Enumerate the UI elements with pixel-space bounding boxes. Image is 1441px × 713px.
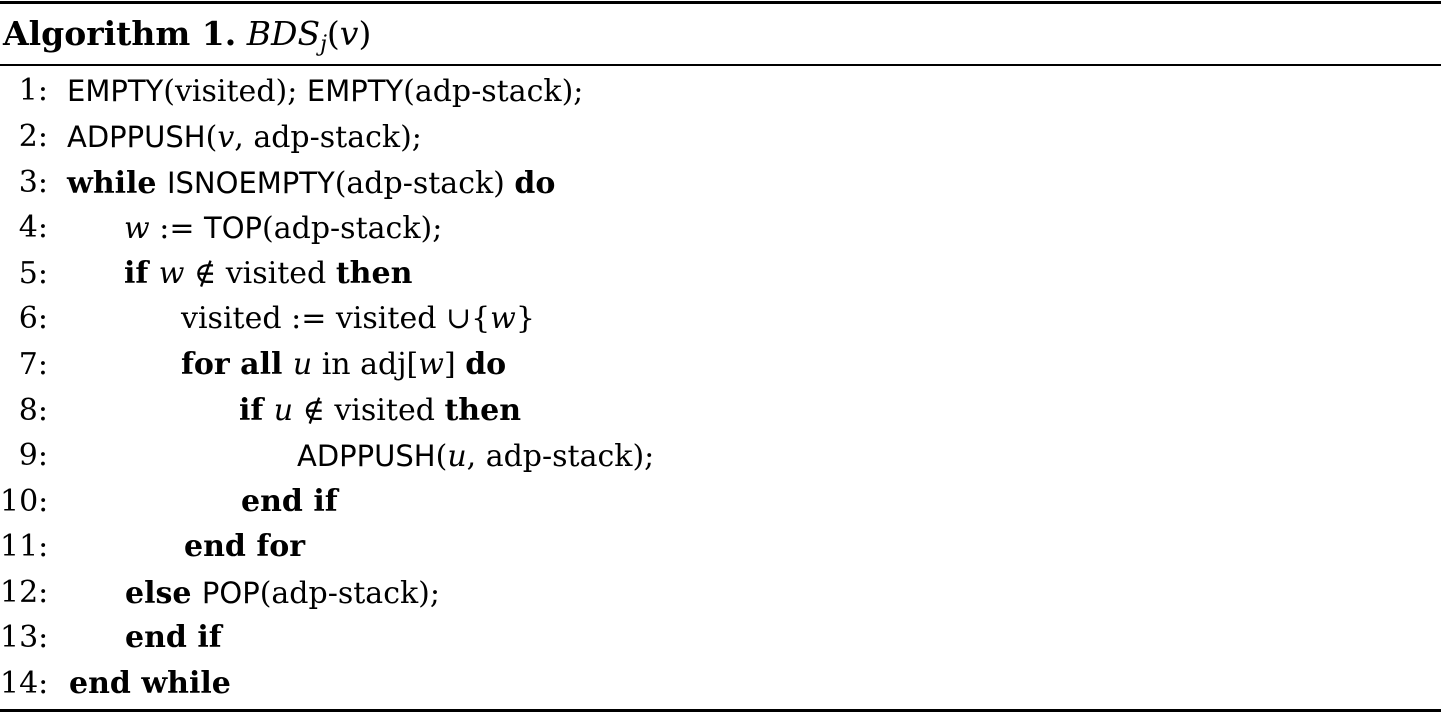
algorithm-line: 4: w := TOP(adp-stack); [0,205,1441,251]
line-number: 1: [18,73,48,108]
line-code: visited := visited ∪{w} [181,296,535,342]
line-number: 4: [18,210,48,245]
keyword: if [124,256,159,291]
keyword: do [514,166,556,201]
math-variable: w [490,301,516,336]
algorithm-line: 14: end while [0,661,1441,707]
top-rule [0,1,1441,4]
code-text: (visited); [163,74,307,109]
line-number: 14: [0,666,49,701]
line-code: end for [184,524,305,570]
math-variable: u [273,393,294,428]
math-variable: u [292,347,313,382]
line-code: if u ∉ visited then [239,388,521,434]
code-text: , adp-stack); [234,120,422,155]
math-variable: v [217,120,235,155]
code-text: (adp-stack); [259,576,440,611]
code-text: in adj[ [312,347,419,382]
code-text: (adp-stack); [403,74,584,109]
algorithm-line: 9: ADPPUSH(u, adp-stack); [0,433,1441,479]
code-text: (adp-stack); [262,211,443,246]
math-variable: w [124,211,150,246]
algorithm-line: 10: end if [0,479,1441,525]
algorithm-line: 2: ADPPUSH(v, adp-stack); [0,114,1441,160]
line-code: end if [241,479,338,525]
caption-rule [0,64,1441,66]
code-text: ( [205,120,218,155]
line-number: 7: [18,347,48,382]
keyword: end while [69,666,231,701]
line-number: 8: [18,393,48,428]
bottom-rule [0,709,1441,712]
code-text: ] [443,347,466,382]
algorithm-line: 1:EMPTY(visited); EMPTY(adp-stack); [0,68,1441,114]
math-variable: u [447,439,467,474]
procedure-name: ADPPUSH [67,120,206,154]
keyword: then [335,256,413,291]
keyword: else [125,576,202,611]
keyword: if [239,393,274,428]
math-variable: w [158,256,185,291]
line-number: 3: [18,165,48,200]
line-code: for all u in adj[w] do [181,342,506,388]
line-number: 2: [18,119,48,154]
line-code: end while [69,661,231,707]
algorithm-name: BDS [246,14,321,53]
algorithm-param: v [339,14,359,53]
procedure-name: EMPTY [306,74,404,108]
procedure-name: ISNOEMPTY [166,166,335,200]
line-number: 5: [18,256,48,291]
code-text: } [515,301,535,336]
algorithm-close-paren: ) [358,14,372,53]
algorithm-subscript: j [320,32,327,57]
line-code: EMPTY(visited); EMPTY(adp-stack); [67,68,583,115]
code-text: ∉ visited [293,393,445,428]
algorithm-caption: Algorithm 1. BDSj(v) [3,7,371,61]
code-text: ∉ visited [184,256,336,291]
line-code: else POP(adp-stack); [125,570,440,617]
algorithm-line: 12: else POP(adp-stack); [0,570,1441,616]
line-code: w := TOP(adp-stack); [124,205,442,252]
algorithm-line: 3: while ISNOEMPTY(adp-stack) do [0,160,1441,206]
keyword: do [465,347,507,382]
algorithm-line: 5: if w ∉ visited then [0,251,1441,297]
algorithm-line: 11: end for [0,524,1441,570]
code-text: ( [435,439,448,474]
algorithm-label: Algorithm 1. [3,14,237,53]
procedure-name: EMPTY [67,74,164,108]
algorithm-line: 13: end if [0,615,1441,661]
keyword: then [444,393,522,428]
line-number: 11: [0,529,49,564]
algorithm-line: 8: if u ∉ visited then [0,388,1441,434]
keyword: for all [181,347,293,382]
procedure-name: POP [201,576,260,610]
algorithm-line: 7: for all u in adj[w] do [0,342,1441,388]
code-text: visited := visited ∪{ [181,301,491,336]
keyword: end if [125,620,222,655]
line-number: 9: [18,438,48,473]
procedure-name: TOP [204,211,263,245]
algorithm-line: 6: visited := visited ∪{w} [0,296,1441,342]
code-text: (adp-stack) [334,166,515,201]
code-text: := [149,211,205,246]
math-variable: w [418,347,444,382]
code-text: , adp-stack); [466,439,655,474]
line-number: 13: [0,620,49,655]
line-code: ADPPUSH(u, adp-stack); [297,433,654,480]
algorithm-open-paren: ( [326,14,340,53]
line-code: while ISNOEMPTY(adp-stack) do [67,160,555,207]
line-code: if w ∉ visited then [124,251,412,297]
line-code: end if [125,615,222,661]
keyword: end for [184,529,306,564]
keyword: end if [241,484,338,519]
line-number: 6: [18,301,48,336]
keyword: while [67,166,167,201]
line-code: ADPPUSH(v, adp-stack); [67,114,422,161]
line-number: 10: [0,484,49,519]
procedure-name: ADPPUSH [297,439,436,473]
line-number: 12: [0,575,49,610]
